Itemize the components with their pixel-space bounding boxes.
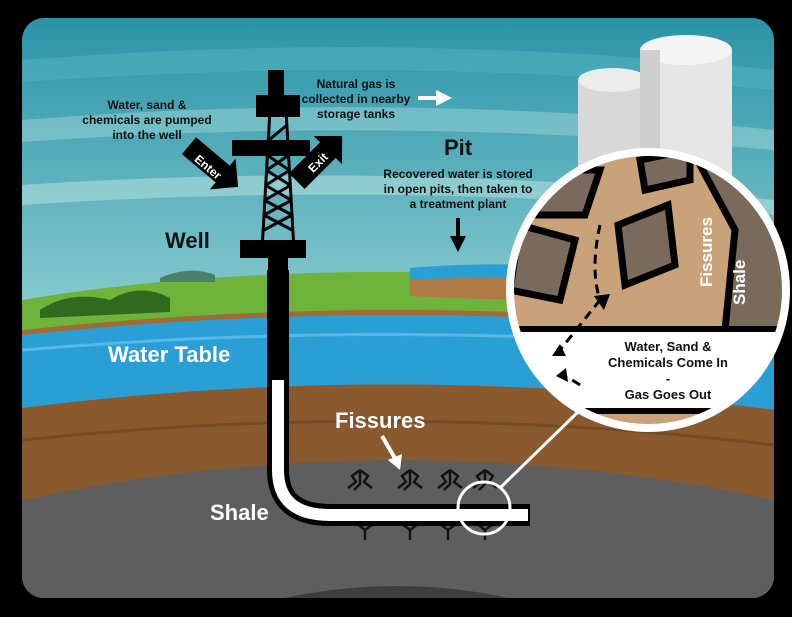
gas-arrow-icon <box>418 90 452 106</box>
input-text-line2: chemicals are pumped <box>82 113 211 127</box>
zoom-target-circle <box>456 480 512 536</box>
pit-text-line3: a treatment plant <box>410 197 507 211</box>
water-table-label: Water Table <box>108 342 230 367</box>
pit-arrow-icon <box>450 218 466 252</box>
inset-text-line3: - <box>666 371 670 386</box>
hills <box>40 290 170 318</box>
gas-text-line2: collected in nearby <box>302 92 411 106</box>
well-label: Well <box>165 228 210 253</box>
derrick-crown <box>268 70 284 98</box>
exit-arrow-icon <box>289 135 343 189</box>
well-casing <box>268 250 288 380</box>
inset-text-line4: Gas Goes Out <box>625 387 712 402</box>
derrick-icon <box>260 109 296 251</box>
input-text-line1: Water, sand & <box>108 98 187 112</box>
fissures-label: Fissures <box>335 408 426 433</box>
inset-text-line1: Water, Sand & <box>625 339 712 354</box>
inset-magnifier: Fissures Shale Water, Sand & Chemicals C… <box>506 148 790 432</box>
inset-text-line2: Chemicals Come In <box>608 355 728 370</box>
inset-fissures-label: Fissures <box>697 217 716 287</box>
gas-text-line3: storage tanks <box>317 107 395 121</box>
zoom-connector <box>498 408 582 490</box>
soil-stripe <box>22 419 774 447</box>
pit-text-line1: Recovered water is stored <box>383 167 532 181</box>
input-text-line3: into the well <box>112 128 181 142</box>
pit-title: Pit <box>444 135 473 160</box>
shale-layer <box>22 460 774 598</box>
shale-label: Shale <box>210 500 269 525</box>
derrick-top <box>256 95 300 117</box>
inset-shale-label: Shale <box>730 260 749 305</box>
sky-band <box>22 47 774 90</box>
gas-text-line1: Natural gas is <box>317 77 396 91</box>
well-head <box>240 240 306 258</box>
pit-text-line2: in open pits, then taken to <box>384 182 533 196</box>
derrick-platform <box>232 140 310 156</box>
well-pipe <box>272 280 528 521</box>
fissures-arrow-icon <box>380 434 402 470</box>
enter-arrow-icon <box>181 137 239 190</box>
inset-border <box>506 148 790 432</box>
deep-rock <box>230 586 560 598</box>
distant-building <box>160 270 215 282</box>
